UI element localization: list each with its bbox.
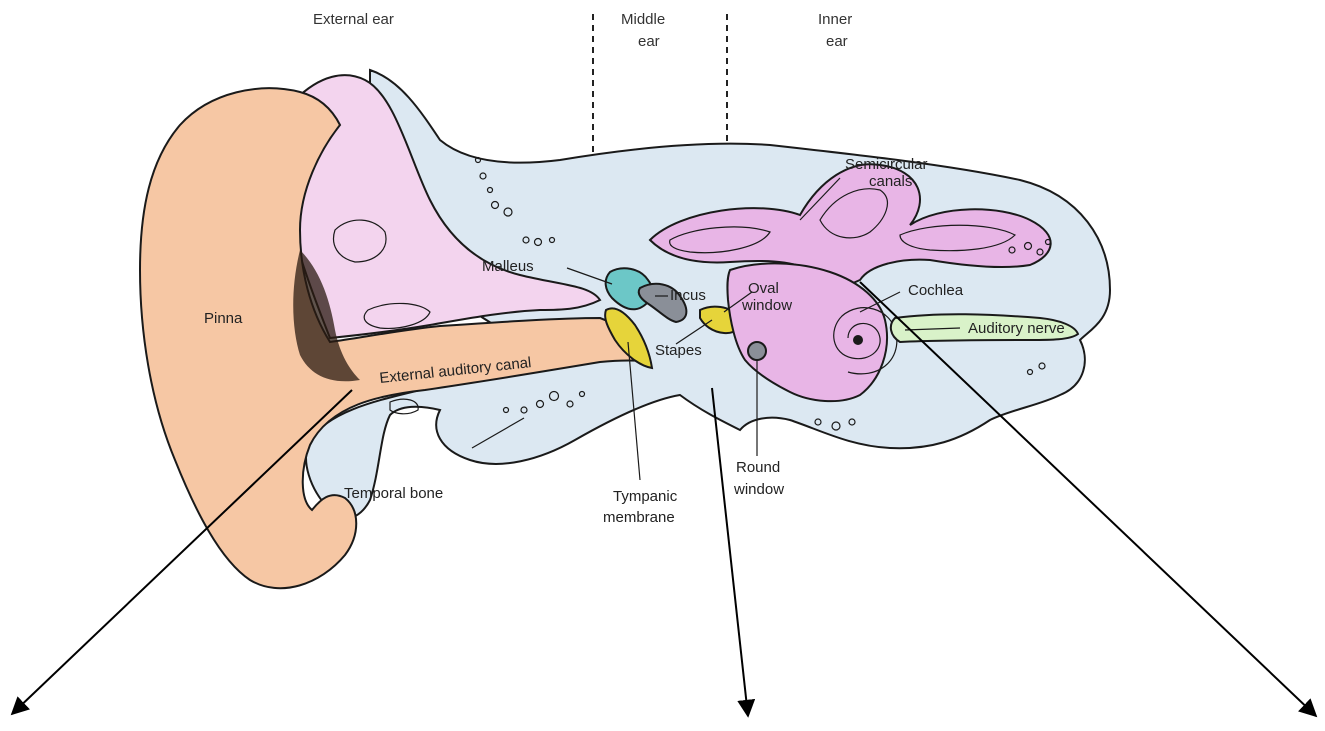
label-incus: Incus (670, 287, 706, 304)
label-malleus: Malleus (482, 258, 534, 275)
round-window-shape (748, 342, 766, 360)
label-round-window-line2: window (733, 481, 784, 498)
label-temporal-bone: Temporal bone (344, 485, 443, 502)
header-middle-ear-line1: Middle (621, 11, 665, 28)
arrow-inner-ear (860, 282, 1316, 716)
header-external-ear: External ear (313, 11, 394, 28)
header-middle-ear-line2: ear (638, 33, 660, 50)
label-auditory-nerve: Auditory nerve (968, 320, 1065, 337)
label-pinna: Pinna (204, 310, 243, 327)
arrow-middle-ear (712, 388, 748, 716)
label-oval-window-line1: Oval (748, 280, 779, 297)
label-round-window-line1: Round (736, 459, 780, 476)
label-stapes: Stapes (655, 342, 702, 359)
label-semicircular-canals-line1: Semicircular (845, 156, 928, 173)
label-tympanic-membrane-line2: membrane (603, 509, 675, 526)
header-inner-ear-line1: Inner (818, 11, 852, 28)
header-inner-ear-line2: ear (826, 33, 848, 50)
label-semicircular-canals-line2: canals (869, 173, 912, 190)
label-tympanic-membrane-line1: Tympanic (613, 488, 678, 505)
label-oval-window-line2: window (741, 297, 792, 314)
label-cochlea: Cochlea (908, 282, 964, 299)
